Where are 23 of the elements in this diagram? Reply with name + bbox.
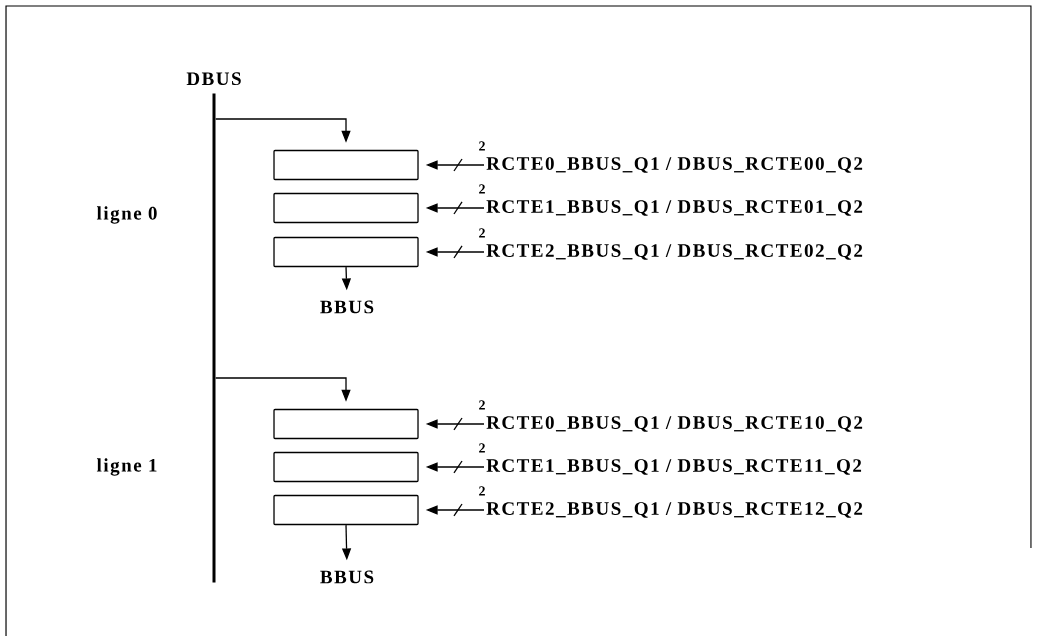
- row-label: ligne 0: [96, 206, 157, 224]
- edge-label: 2: [479, 141, 485, 151]
- register-box: [273, 408, 419, 440]
- bus-label: BBUS: [320, 300, 374, 314]
- edge-label: 2: [479, 400, 485, 410]
- register-box: [273, 192, 419, 224]
- edge-label: 2: [479, 443, 485, 453]
- signal-label: RCTE2_BBUS_Q1 / DBUS_RCTE02_Q2: [486, 244, 863, 260]
- register-box: [273, 149, 419, 181]
- bus-label: BBUS: [320, 570, 374, 584]
- bus-line: DBUS: [186, 72, 241, 583]
- signal-label: RCTE1_BBUS_Q1 / DBUS_RCTE11_Q2: [486, 459, 862, 475]
- signal-label: RCTE0_BBUS_Q1 / DBUS_RCTE10_Q2: [486, 416, 863, 432]
- register-box: [273, 236, 419, 268]
- signal-label: RCTE2_BBUS_Q1 / DBUS_RCTE12_Q2: [486, 502, 863, 518]
- signal-label: RCTE1_BBUS_Q1 / DBUS_RCTE01_Q2: [486, 200, 863, 216]
- edge-label: 2: [479, 228, 485, 238]
- register-box: [273, 494, 419, 526]
- edge-label: 2: [479, 184, 485, 194]
- row-label: ligne 1: [96, 458, 157, 476]
- register-box: [273, 451, 419, 483]
- edge-label: 2: [479, 486, 485, 496]
- signal-label: RCTE0_BBUS_Q1 / DBUS_RCTE00_Q2: [486, 157, 863, 173]
